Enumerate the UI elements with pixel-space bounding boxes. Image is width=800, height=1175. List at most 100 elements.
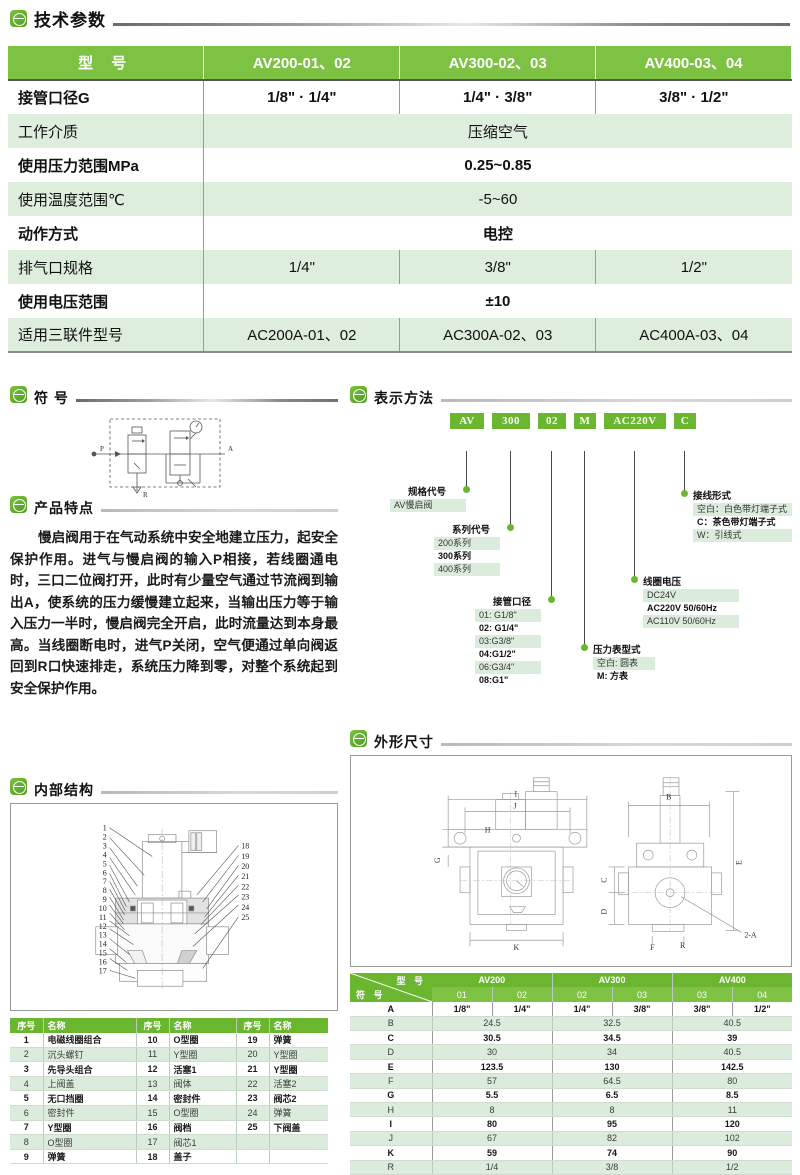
callout-number: 9 [103,895,107,904]
dim-value-cell: 1/2" [732,1001,793,1017]
spec-row-label: 工作介质 [8,114,205,148]
dim-value-cell: 90 [672,1145,793,1161]
spec-header-cell: AV300-02、03 [399,46,597,81]
spec-row-value: -5~60 [203,182,792,216]
dim-value-cell: 74 [552,1145,673,1161]
dim-label-K: K [514,943,520,952]
callout-number: 18 [241,842,249,851]
leader-line-5 [634,451,635,579]
option-wiring-2: W：引线式 [693,529,792,542]
dim-symbol-cell: I [350,1116,433,1132]
parts-index-cell: 10 [136,1032,170,1048]
parts-index-cell: 16 [136,1120,170,1136]
parts-name-cell: 沉头螺钉 [43,1047,137,1063]
dim-value-cell: 1/4" [552,1001,613,1017]
dim-value-cell: 1/4 [432,1160,553,1175]
option-series-1: 300系列 [434,550,500,563]
internal-divider [101,791,338,794]
parts-index-cell: 17 [136,1134,170,1150]
parts-name-cell: 下阀盖 [269,1120,328,1136]
dim-label-J: J [514,802,517,811]
symbol-port-p: P [100,445,104,453]
spec-row-value: 电控 [203,216,792,250]
option-port-5: 08:G1" [475,674,541,687]
spec-row: 工作介质压缩空气 [8,114,792,148]
parts-header-cell: 序号 [136,1018,170,1033]
bullet-dot-spec-code [463,486,470,493]
bullet-dot-gauge-type [581,644,588,651]
parts-index-cell: 9 [10,1149,44,1165]
leader-line-6 [684,451,685,493]
features-divider [101,509,338,512]
page-title-header: 技术参数 [10,10,790,29]
symbol-section: 符 号 [10,386,338,501]
parts-name-cell: O型圈 [169,1032,237,1048]
spec-row-label: 使用压力范围MPa [8,148,205,182]
parts-header-cell: 名称 [169,1018,237,1033]
dim-symbol-cell: R [350,1160,433,1175]
spec-row-label: 适用三联件型号 [8,318,205,353]
dim-value-cell: 32.5 [552,1016,673,1032]
parts-name-cell: Y型圈 [43,1120,137,1136]
leader-line-2 [510,451,511,527]
dim-label-G: G [433,857,442,863]
dim-value-cell: 67 [432,1131,553,1147]
dimensions-title: 外形尺寸 [374,734,434,750]
parts-index-cell: 4 [10,1076,44,1092]
dim-model-av400: AV400 [672,973,793,988]
parts-index-cell: 24 [236,1105,270,1121]
callout-number: 3 [103,842,107,851]
dim-value-cell: 3/8 [552,1160,673,1175]
dim-value-cell: 8.5 [672,1088,793,1104]
dim-value-cell: 34.5 [552,1030,673,1046]
symbol-divider [75,399,338,402]
parts-name-cell: 密封件 [43,1105,137,1121]
bullet-dot-port-size [548,596,555,603]
dim-label-E: E [734,860,743,865]
dim-value-cell: 34 [552,1044,673,1060]
globe-icon [10,496,27,513]
callout-number: 20 [241,862,249,871]
parts-index-cell [236,1149,270,1165]
dim-symbol-cell: K [350,1145,433,1161]
parts-index-cell: 6 [10,1105,44,1121]
parts-name-cell: 上阀盖 [43,1076,137,1092]
leader-line-4 [584,451,585,647]
parts-header-cell: 名称 [269,1018,328,1033]
parts-name-cell: Y型圈 [269,1047,328,1063]
parts-index-cell: 14 [136,1090,170,1107]
option-series-2: 400系列 [434,563,500,576]
parts-name-cell: 阀芯2 [269,1090,328,1107]
parts-name-cell: 先导头组合 [43,1061,137,1077]
anno-title-port-size: 接管口径 [493,597,532,608]
parts-name-cell: 电磁线圈组合 [43,1032,137,1048]
dim-symbol-cell: F [350,1073,433,1089]
option-gauge-0: 空白: 圆表 [593,657,655,670]
parts-name-cell: 活塞2 [269,1076,328,1092]
code-box-series: 300 [492,413,530,429]
option-port-3: 04:G1/2" [475,648,541,661]
dim-value-cell: 8 [432,1102,553,1118]
option-port-0: 01: G1/8" [475,609,541,622]
parts-name-cell: 无口挡圈 [43,1090,137,1107]
parts-header-cell: 序号 [236,1018,270,1033]
title-divider [113,23,790,26]
features-title: 产品特点 [34,500,94,516]
internal-title: 内部结构 [34,782,94,798]
representation-section: 表示方法 AV 300 02 M AC220V C 规格代号 AV慢启阀 系列代… [350,386,792,713]
spec-header-cell: 型 号 [8,46,205,81]
code-box-gauge: M [574,413,596,429]
